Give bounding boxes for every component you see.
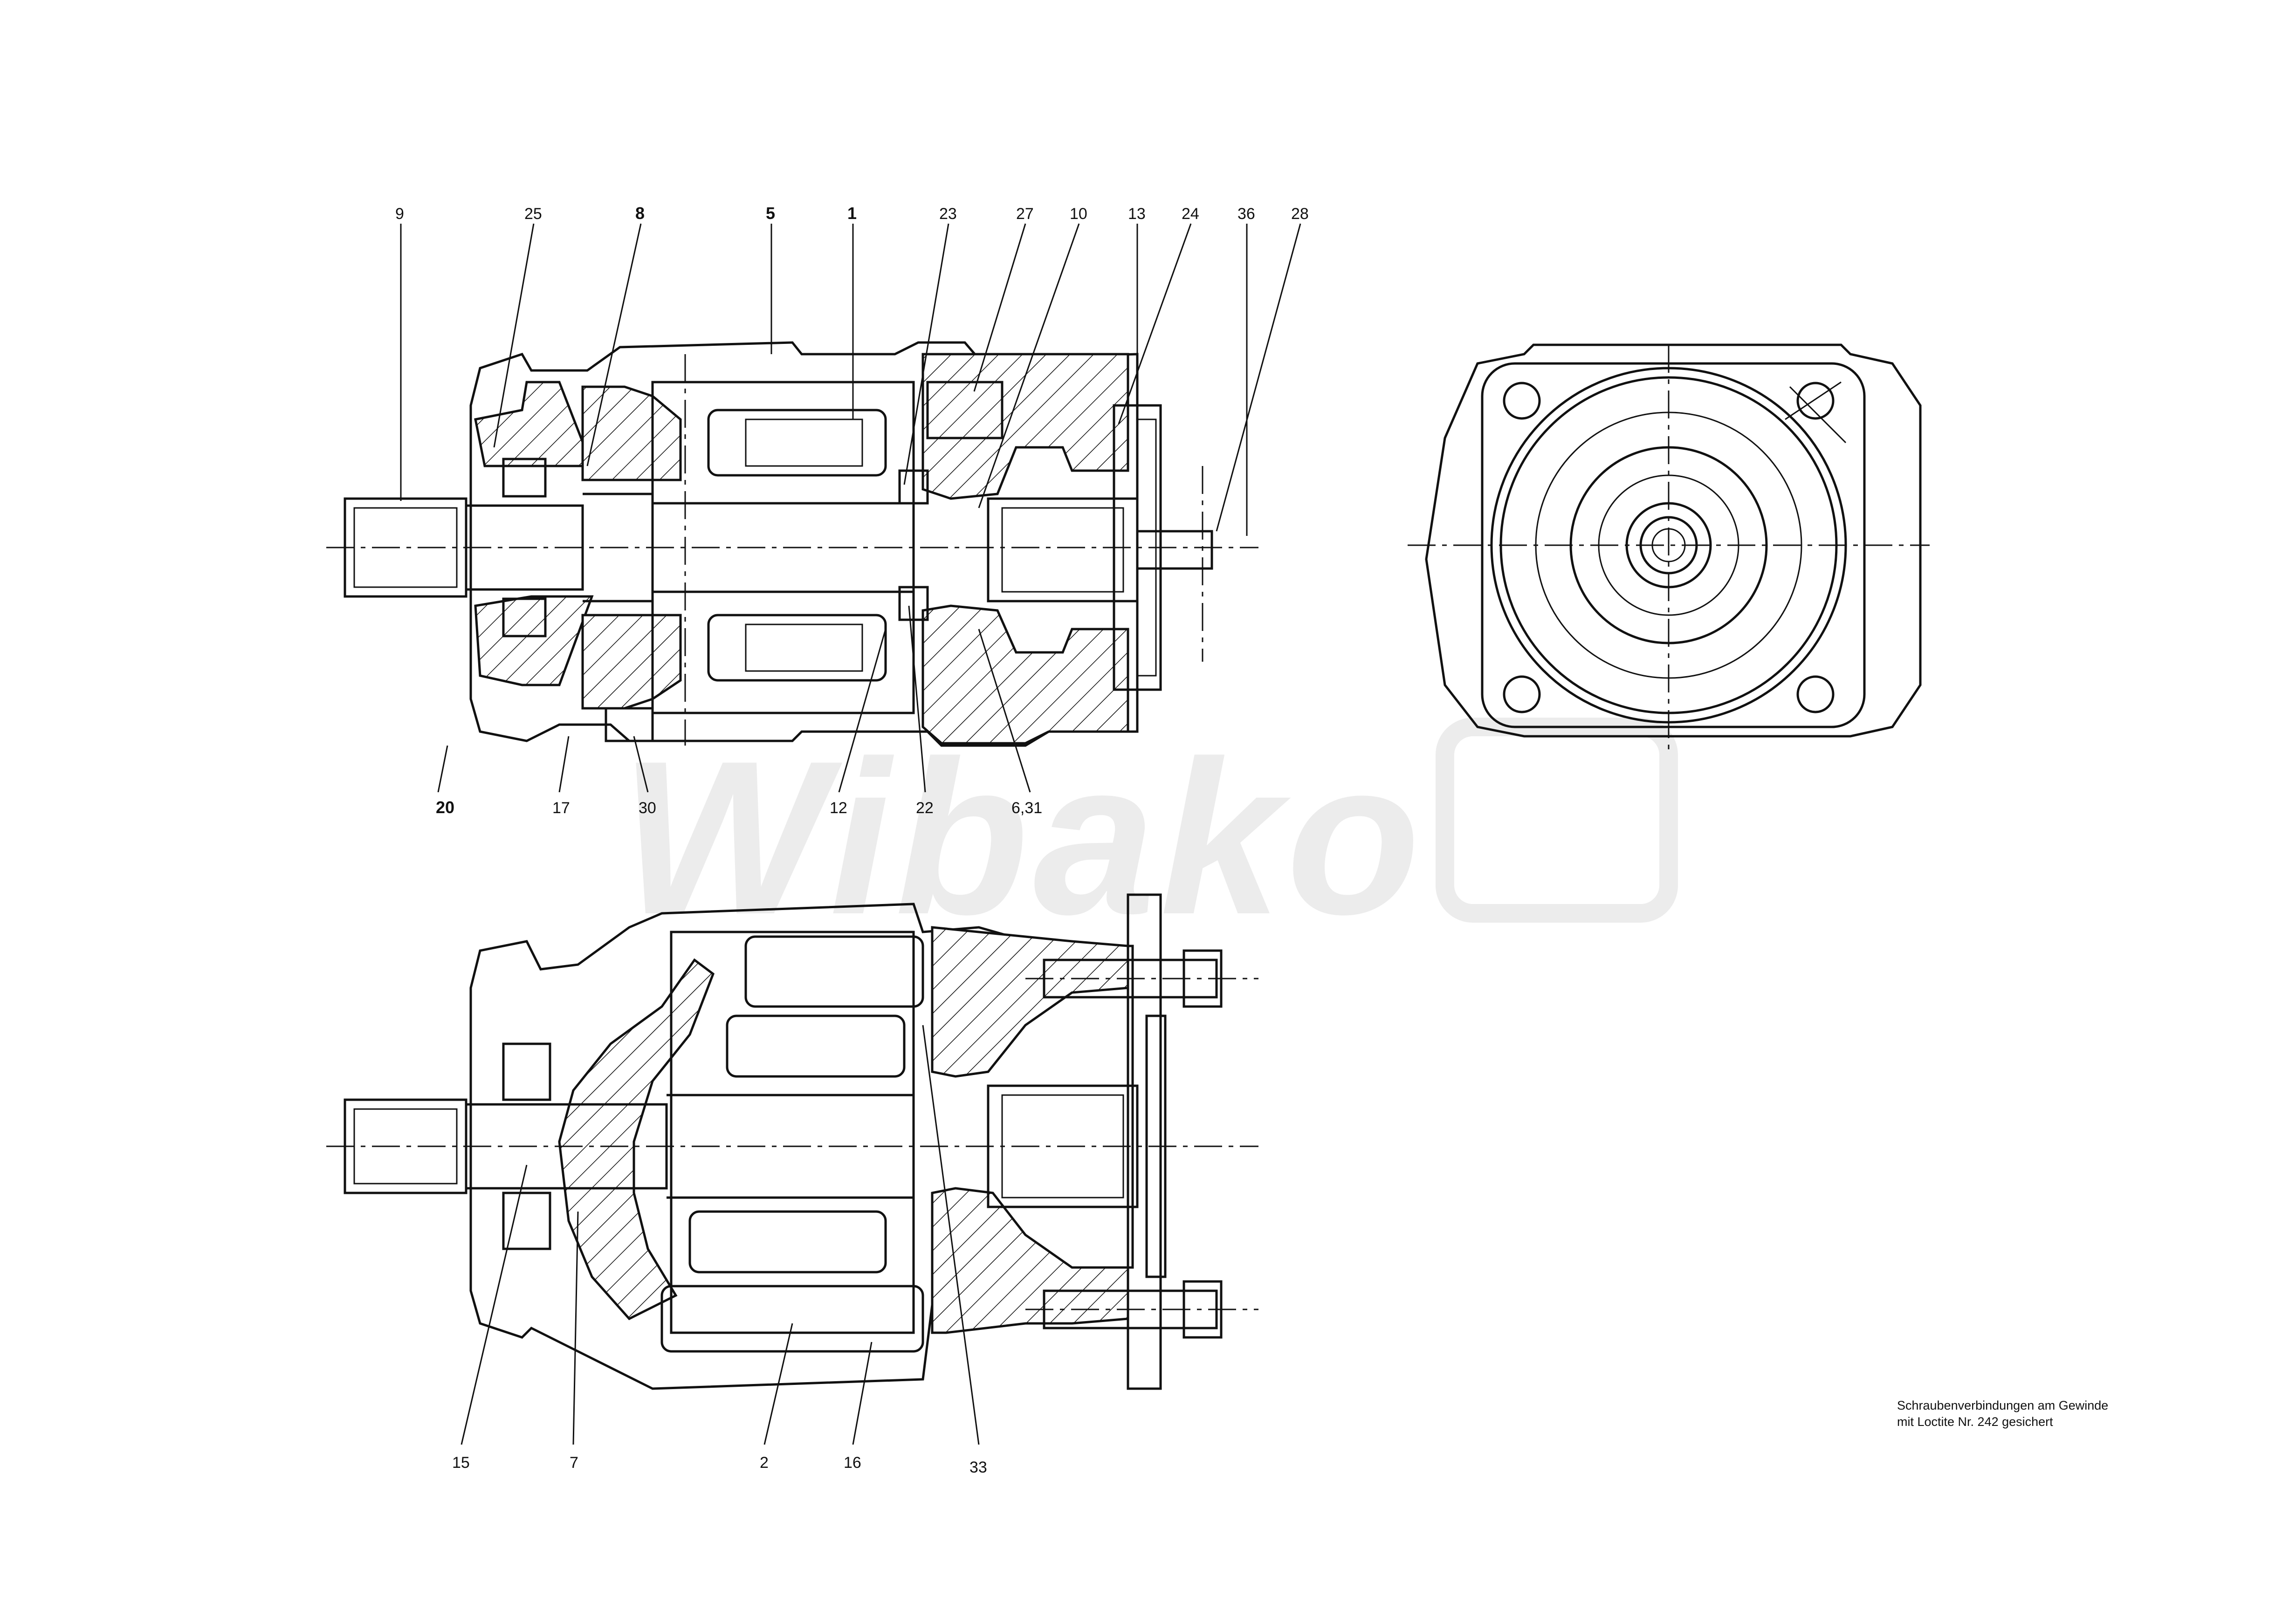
note-line-2: mit Loctite Nr. 242 gesichert	[1897, 1415, 2053, 1429]
callout-16: 16	[844, 1454, 861, 1472]
bottom-section-view	[326, 893, 1258, 1390]
callouts-side-bottom: 20 17 30 12 22 6,31	[436, 798, 1042, 817]
callout-24: 24	[1182, 205, 1199, 223]
front-end-view	[1408, 343, 1930, 750]
callout-30: 30	[639, 799, 656, 817]
callout-7: 7	[570, 1454, 578, 1472]
callout-8: 8	[635, 204, 645, 223]
watermark: Wibako	[620, 715, 1425, 960]
callout-15: 15	[452, 1454, 470, 1472]
assembly-note: Schraubenverbindungen am Gewinde mit Loc…	[1897, 1398, 2108, 1429]
callouts-section-bottom: 15 7 2 16 33	[452, 1454, 987, 1476]
callout-5: 5	[766, 204, 775, 223]
callouts-side-top: 9 25 8 5 1 23 27 10 13 24 36 28	[395, 204, 1309, 223]
callout-10: 10	[1070, 205, 1087, 223]
callout-33: 33	[969, 1459, 987, 1476]
leader-lines	[400, 223, 1301, 1445]
note-line-1: Schraubenverbindungen am Gewinde	[1897, 1398, 2108, 1412]
callout-13: 13	[1128, 205, 1146, 223]
callout-17: 17	[552, 799, 570, 817]
side-section-view	[326, 341, 1258, 747]
callout-25: 25	[524, 205, 542, 223]
callout-36: 36	[1237, 205, 1255, 223]
watermark-logo	[1436, 718, 1678, 923]
callout-23: 23	[939, 205, 957, 223]
callout-1: 1	[847, 204, 857, 223]
callout-9: 9	[395, 205, 404, 223]
callout-27: 27	[1016, 205, 1034, 223]
callout-28: 28	[1291, 205, 1309, 223]
callout-20: 20	[436, 798, 454, 817]
callout-6-31: 6,31	[1011, 799, 1042, 817]
callout-22: 22	[916, 799, 934, 817]
callout-12: 12	[830, 799, 847, 817]
callout-2: 2	[760, 1454, 769, 1472]
